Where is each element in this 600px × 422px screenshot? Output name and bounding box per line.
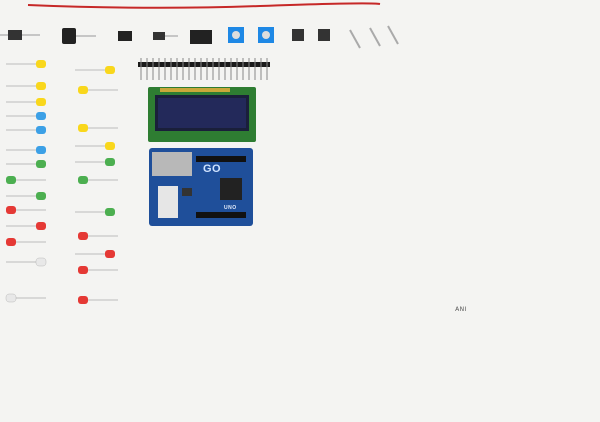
board-marking-sub: UNO — [224, 205, 237, 211]
notebook-label: ANI — [455, 306, 467, 313]
led-array — [5, 60, 118, 304]
microcontroller-board — [149, 148, 253, 226]
pin-header — [138, 58, 270, 80]
top-small-parts — [0, 25, 399, 49]
lcd-module — [148, 87, 256, 142]
top-red-wire — [27, 2, 381, 9]
board-marking-main: GO — [203, 163, 222, 175]
